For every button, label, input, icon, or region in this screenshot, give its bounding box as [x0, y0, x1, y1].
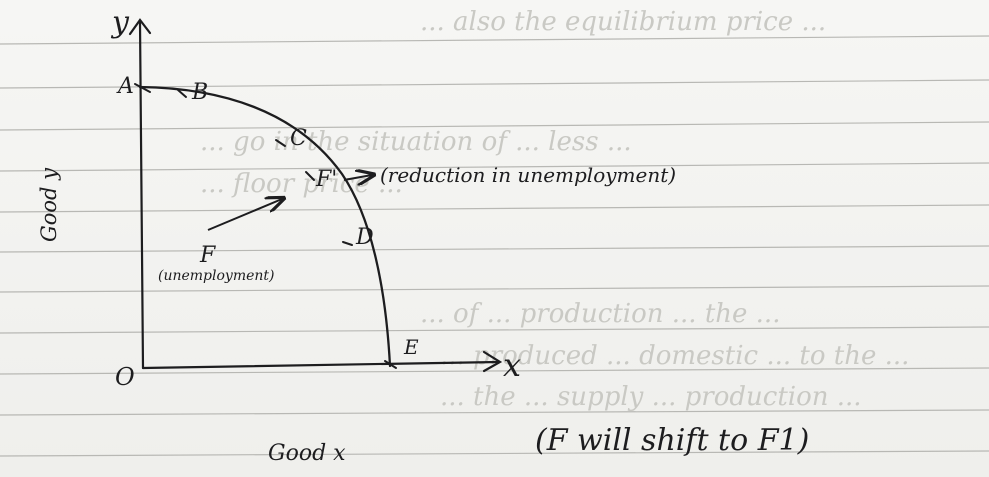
point-c-label: C	[290, 126, 307, 151]
x-axis-label: x	[503, 346, 521, 384]
curve-ticks	[134, 83, 397, 369]
ppf-curve	[138, 85, 392, 368]
ghost-line-3: ... floor price ...	[200, 169, 403, 199]
shift-arrow	[207, 199, 282, 231]
y-axis-line	[138, 20, 145, 370]
tick-a	[134, 83, 151, 93]
annotation-arrow	[343, 175, 372, 180]
inside-point-note: (unemployment)	[158, 268, 275, 284]
x-axis-arrowhead	[482, 350, 503, 373]
ghost-line-6: ... the ... supply ... production ...	[440, 382, 862, 412]
inside-point-label: F	[199, 243, 216, 268]
y-axis-arrowhead	[128, 18, 152, 36]
reduction-note: (reduction in unemployment)	[380, 163, 676, 187]
point-f-prime-label: F'	[315, 167, 337, 192]
point-e-label: E	[403, 335, 419, 359]
bleed-through-text: ... also the equilibrium price ... ... g…	[200, 7, 909, 412]
x-axis-caption: Good x	[268, 441, 346, 466]
ghost-line-4: ... of ... production ... the ...	[420, 299, 780, 329]
axes	[128, 18, 503, 373]
tick-c	[275, 139, 286, 147]
ghost-line-1: ... also the equilibrium price ...	[420, 7, 826, 37]
tick-d	[342, 241, 353, 246]
origin-label: O	[115, 363, 135, 391]
y-axis-label: y	[110, 5, 130, 40]
tick-f-prime	[305, 171, 315, 181]
point-d-label: D	[355, 225, 374, 250]
tick-e	[384, 360, 397, 369]
ruled-lines	[0, 35, 989, 457]
tick-b	[177, 89, 187, 98]
point-a-label: A	[116, 74, 134, 99]
x-axis-line	[141, 360, 500, 370]
conclusion-text: (F will shift to F1)	[535, 423, 809, 458]
ghost-line-2: ... go in the situation of ... less ...	[200, 127, 632, 157]
y-axis-caption: Good y	[37, 167, 61, 242]
point-b-label: B	[191, 80, 208, 105]
ghost-line-5: ... produced ... domestic ... to the ...	[440, 341, 909, 371]
